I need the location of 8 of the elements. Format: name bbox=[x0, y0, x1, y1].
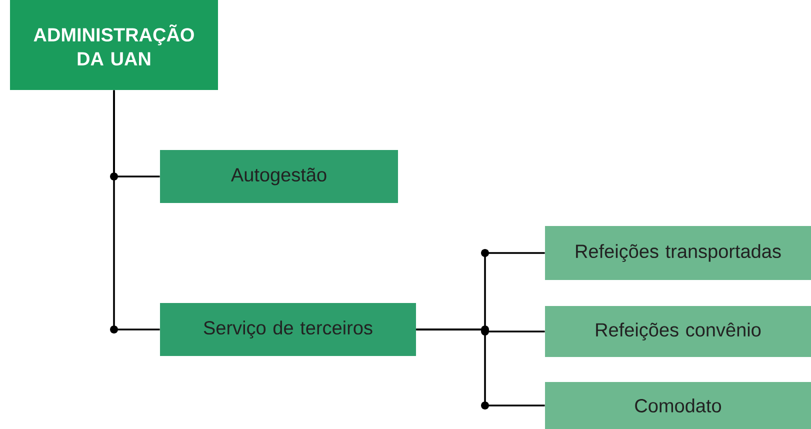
connector-line bbox=[113, 90, 160, 330]
option-box: Comodato bbox=[545, 382, 811, 429]
option-box: Refeições convênio bbox=[545, 306, 811, 357]
category-box: Autogestão bbox=[160, 150, 398, 203]
category-box: Serviço de terceiros bbox=[160, 303, 416, 356]
root-box: ADMINISTRAÇÃO DA UAN bbox=[10, 0, 218, 90]
option-box: Refeições transportadas bbox=[545, 226, 811, 280]
connector-line bbox=[416, 328, 545, 406]
